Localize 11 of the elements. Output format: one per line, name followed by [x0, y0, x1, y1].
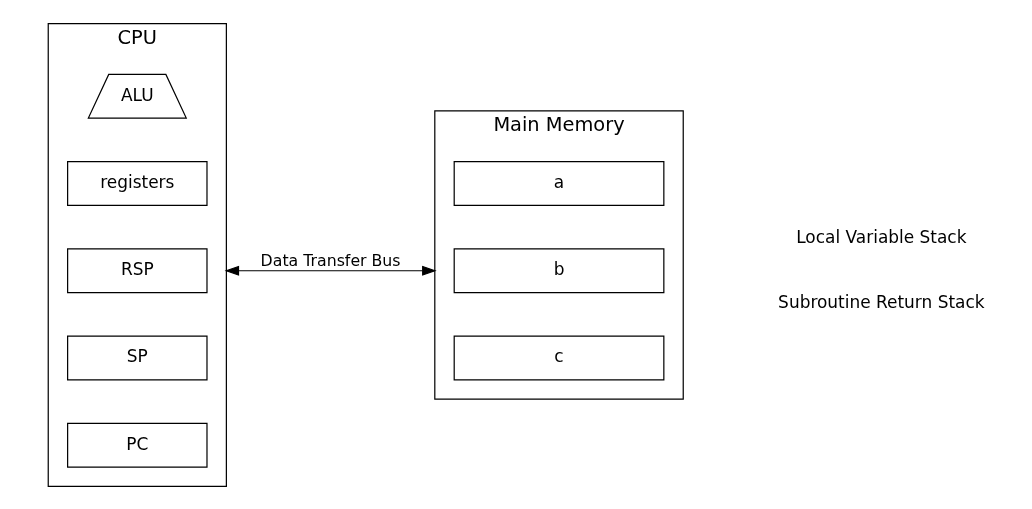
node-box: b	[453, 247, 665, 293]
node-box: PC	[67, 422, 208, 468]
node-box: RSP	[67, 247, 208, 293]
node-box: SP	[67, 335, 208, 380]
node-box: registers	[67, 160, 208, 206]
edge-label: Data Transfer Bus	[260, 250, 401, 270]
arrow	[224, 265, 437, 276]
label: Subroutine Return Stack	[778, 291, 985, 312]
node-box: a	[453, 160, 665, 206]
label: Local Variable Stack	[796, 226, 967, 247]
node-box: c	[453, 335, 665, 380]
